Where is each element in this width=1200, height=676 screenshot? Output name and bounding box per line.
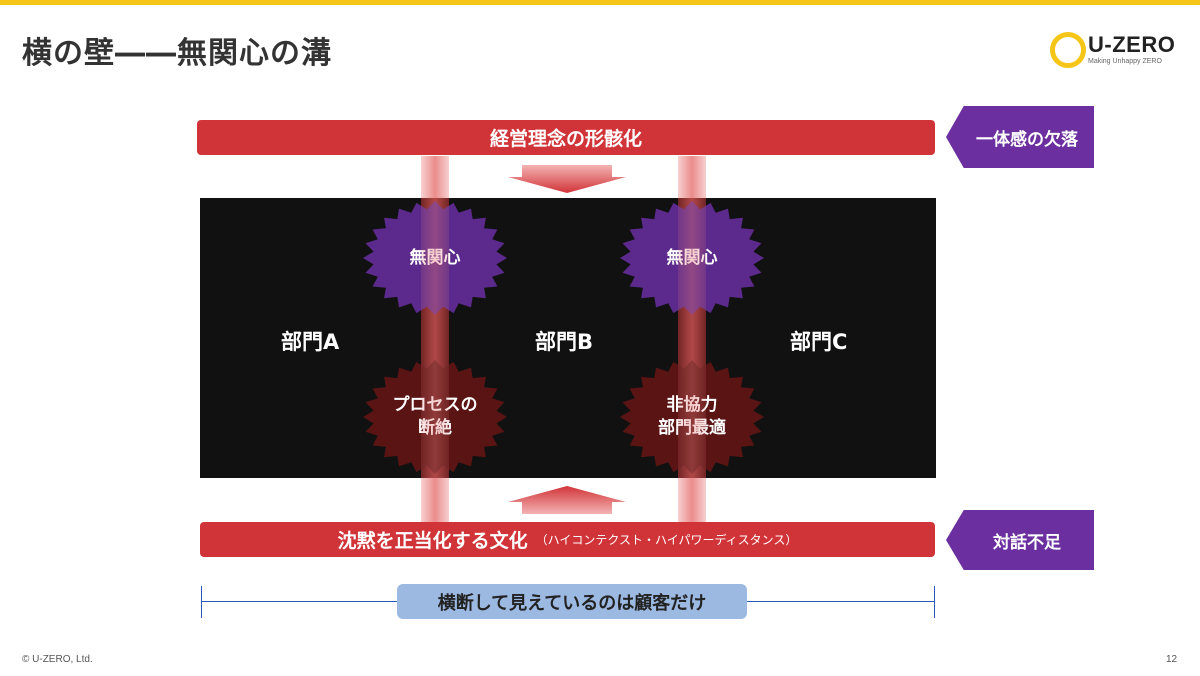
department-area (200, 198, 936, 478)
starburst-icon (363, 201, 507, 315)
bottom-red-bar-sublabel: （ハイコンテクスト・ハイパワーディスタンス） (535, 533, 798, 547)
right-pipe-bottom (678, 478, 706, 523)
top-red-bar: 経営理念の形骸化 (197, 120, 935, 155)
bottom-side-tag: 対話不足 (946, 510, 1094, 570)
span-line-right-end (934, 586, 935, 618)
burst-lower-right: 非協力 部門最適 (619, 359, 765, 475)
company-logo: U-ZERO Making Unhappy ZERO (1050, 30, 1180, 70)
left-pipe-top (421, 156, 449, 198)
burst-lower-left: プロセスの 断絶 (362, 359, 508, 475)
burst-upper-left: 無関心 (362, 200, 508, 316)
starburst-icon (620, 201, 764, 315)
burst-upper-right-label: 無関心 (666, 247, 718, 268)
page-number: 12 (1166, 654, 1178, 665)
page-title: 横の壁――無関心の溝 (22, 36, 332, 71)
left-pipe-bottom (421, 478, 449, 523)
burst-lower-left-label: プロセスの 断絶 (392, 395, 478, 438)
copyright: © U-ZERO, Ltd. (22, 654, 93, 665)
left-pipe-overlay (421, 198, 449, 478)
burst-upper-left-label: 無関心 (409, 247, 461, 268)
top-red-bar-label: 経営理念の形骸化 (489, 128, 642, 150)
department-b-label: 部門B (535, 330, 594, 354)
span-line-left-end (201, 586, 202, 618)
logo-ring-icon (1050, 32, 1086, 68)
bottom-red-bar-label: 沈黙を正当化する文化 (337, 530, 528, 552)
top-accent-bar (0, 0, 1200, 5)
right-pipe-top (678, 156, 706, 198)
department-c-label: 部門C (790, 330, 848, 354)
customer-pill-label: 横断して見えているのは顧客だけ (437, 592, 707, 614)
starburst-icon (363, 360, 507, 474)
burst-upper-right: 無関心 (619, 200, 765, 316)
burst-lower-right-label: 非協力 部門最適 (658, 395, 726, 438)
bottom-side-tag-label: 対話不足 (993, 532, 1061, 553)
down-arrow-icon (508, 165, 626, 193)
bottom-red-bar: 沈黙を正当化する文化 （ハイコンテクスト・ハイパワーディスタンス） (200, 522, 935, 557)
starburst-icon (620, 360, 764, 474)
top-side-tag-label: 一体感の欠落 (976, 129, 1078, 150)
logo-tagline: Making Unhappy ZERO (1088, 58, 1162, 65)
department-a-label: 部門A (281, 330, 340, 354)
up-arrow-icon (508, 486, 626, 514)
right-pipe-overlay (678, 198, 706, 478)
logo-text: U-ZERO (1088, 32, 1176, 57)
customer-pill: 横断して見えているのは顧客だけ (397, 584, 747, 619)
top-side-tag: 一体感の欠落 (946, 106, 1094, 168)
